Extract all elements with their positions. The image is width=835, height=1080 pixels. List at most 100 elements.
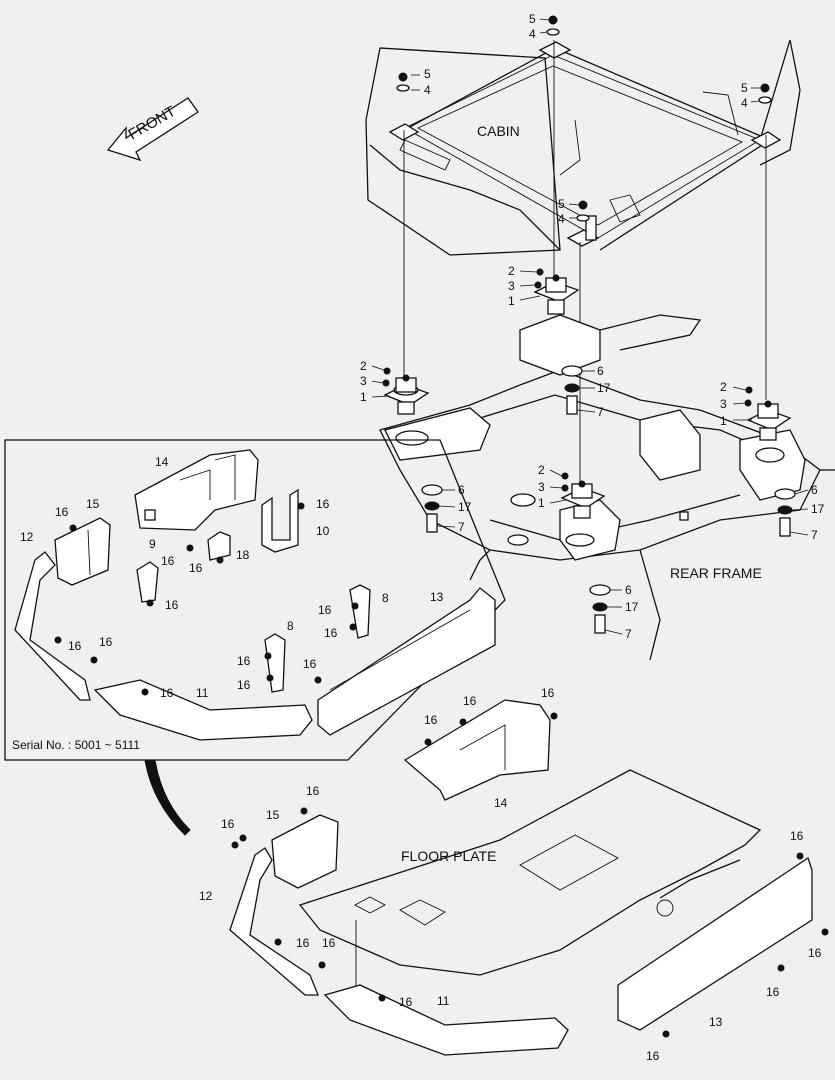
callout-16: 16 bbox=[646, 1049, 660, 1063]
callouts-lower: 16 16 16 14 16 15 16 12 16 16 16 11 16 1… bbox=[199, 686, 822, 1063]
floor-plate bbox=[298, 769, 762, 976]
fasteners-lower bbox=[421, 365, 796, 634]
callout-16: 16 bbox=[68, 639, 82, 653]
callout-16: 16 bbox=[237, 654, 251, 668]
callout-9: 9 bbox=[149, 537, 156, 551]
callout-5: 5 bbox=[741, 81, 748, 95]
callouts-inset: 14 16 10 15 16 12 9 16 16 18 16 8 13 16 … bbox=[20, 455, 444, 700]
callout-16: 16 bbox=[189, 561, 203, 575]
callout-16: 16 bbox=[316, 497, 330, 511]
callout-17: 17 bbox=[625, 600, 639, 614]
inset-bracket-9 bbox=[136, 561, 159, 603]
callout-6: 6 bbox=[811, 483, 818, 497]
callout-2: 2 bbox=[720, 380, 727, 394]
callout-8: 8 bbox=[287, 619, 294, 633]
callout-5: 5 bbox=[529, 12, 536, 26]
transition-arrow bbox=[144, 759, 191, 836]
lower-bolts bbox=[231, 712, 829, 1038]
callout-16: 16 bbox=[463, 694, 477, 708]
mount-1c bbox=[746, 400, 792, 441]
callout-8: 8 bbox=[382, 591, 389, 605]
callout-1: 1 bbox=[720, 414, 727, 428]
callout-13: 13 bbox=[709, 1015, 723, 1029]
callout-17: 17 bbox=[597, 381, 611, 395]
inset-bracket-8b bbox=[264, 633, 286, 693]
inset-bolts bbox=[54, 502, 359, 696]
callout-4: 4 bbox=[424, 83, 431, 97]
callout-14: 14 bbox=[155, 455, 169, 469]
callout-16: 16 bbox=[99, 635, 113, 649]
callout-7: 7 bbox=[625, 627, 632, 641]
callout-1: 1 bbox=[360, 390, 367, 404]
callout-16: 16 bbox=[296, 936, 310, 950]
callout-15: 15 bbox=[266, 808, 280, 822]
lower-panel-13 bbox=[617, 856, 813, 1031]
callout-1: 1 bbox=[538, 496, 545, 510]
callout-11: 11 bbox=[196, 686, 209, 700]
inset-cover-14 bbox=[134, 449, 259, 531]
callout-16: 16 bbox=[237, 678, 251, 692]
callout-16: 16 bbox=[324, 626, 338, 640]
rear-frame bbox=[379, 314, 835, 661]
callout-13: 13 bbox=[430, 590, 444, 604]
callout-16: 16 bbox=[766, 985, 780, 999]
callouts-upper: 5 4 5 4 5 4 5 4 2 3 1 2 3 1 2 3 1 2 3 1 … bbox=[360, 12, 825, 641]
cabin-label: CABIN bbox=[477, 123, 520, 139]
callout-leaders-upper bbox=[371, 18, 809, 635]
cabin-body bbox=[365, 39, 801, 256]
callout-17: 17 bbox=[458, 500, 472, 514]
callout-6: 6 bbox=[625, 583, 632, 597]
callout-6: 6 bbox=[597, 364, 604, 378]
callout-16: 16 bbox=[424, 713, 438, 727]
mount-1d bbox=[560, 480, 606, 519]
callout-16: 16 bbox=[165, 598, 179, 612]
callout-5: 5 bbox=[424, 67, 431, 81]
callout-16: 16 bbox=[322, 936, 336, 950]
inset-bracket-8a bbox=[349, 584, 371, 639]
callout-3: 3 bbox=[360, 374, 367, 388]
callout-16: 16 bbox=[541, 686, 555, 700]
callout-4: 4 bbox=[741, 96, 748, 110]
callout-12: 12 bbox=[20, 530, 34, 544]
callout-2: 2 bbox=[360, 359, 367, 373]
inset-duct-15 bbox=[54, 517, 111, 586]
lower-step-12 bbox=[229, 847, 319, 996]
callout-12: 12 bbox=[199, 889, 213, 903]
callout-16: 16 bbox=[399, 995, 413, 1009]
callout-16: 16 bbox=[303, 657, 317, 671]
callout-3: 3 bbox=[508, 279, 515, 293]
callout-16: 16 bbox=[160, 686, 174, 700]
inset-step-11 bbox=[93, 679, 313, 741]
callout-16: 16 bbox=[808, 946, 822, 960]
lower-duct-15 bbox=[271, 814, 339, 889]
callout-14: 14 bbox=[494, 796, 508, 810]
inset-panel-13 bbox=[317, 587, 496, 736]
callout-6: 6 bbox=[458, 483, 465, 497]
inset-step-12 bbox=[14, 551, 91, 701]
callout-7: 7 bbox=[597, 405, 604, 419]
callout-18: 18 bbox=[236, 548, 250, 562]
callout-7: 7 bbox=[811, 528, 818, 542]
callout-4: 4 bbox=[529, 27, 536, 41]
callout-17: 17 bbox=[811, 502, 825, 516]
lower-step-11 bbox=[323, 984, 569, 1056]
guide-lines bbox=[355, 40, 767, 1000]
callout-4: 4 bbox=[558, 212, 565, 226]
front-arrow: FRONT bbox=[106, 97, 199, 162]
callout-16: 16 bbox=[161, 554, 175, 568]
serial-label: Serial No. : 5001 ~ 5111 bbox=[12, 738, 140, 752]
lower-cover-14 bbox=[403, 699, 551, 801]
callout-5: 5 bbox=[558, 197, 565, 211]
callout-3: 3 bbox=[720, 397, 727, 411]
callout-16: 16 bbox=[318, 603, 332, 617]
mount-1a bbox=[383, 374, 430, 415]
callout-2: 2 bbox=[508, 264, 515, 278]
mount-1b bbox=[533, 274, 580, 315]
callout-16: 16 bbox=[221, 817, 235, 831]
callout-1: 1 bbox=[508, 294, 515, 308]
inset-bracket-18 bbox=[207, 531, 231, 561]
callout-2: 2 bbox=[538, 463, 545, 477]
callout-15: 15 bbox=[86, 497, 100, 511]
callout-11: 11 bbox=[437, 994, 450, 1008]
